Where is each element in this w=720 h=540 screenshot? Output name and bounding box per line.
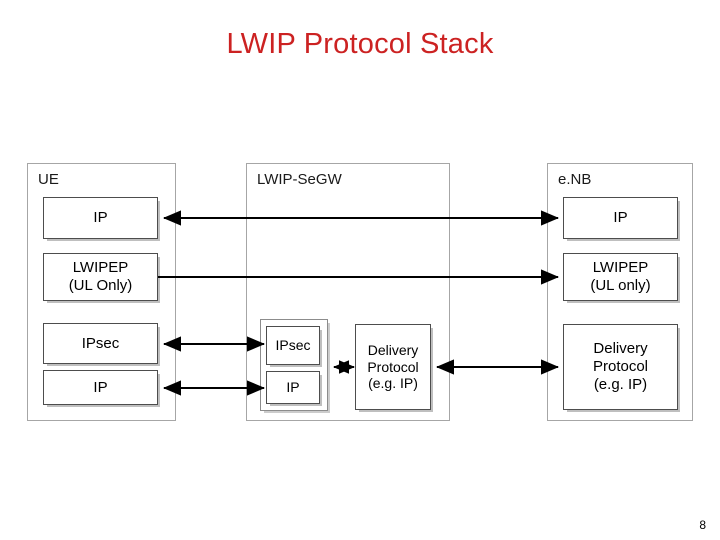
layer-enb-lwipep: LWIPEP (UL only) <box>563 253 678 301</box>
layer-text-line: IPsec <box>275 337 311 354</box>
layer-text-line: (UL only) <box>590 277 651 294</box>
layer-text-line: IP <box>613 209 628 227</box>
layer-segw-delivery-protocol: Delivery Protocol (e.g. IP) <box>355 324 431 410</box>
layer-text-line: Delivery <box>593 340 648 358</box>
layer-enb-delivery-protocol: Delivery Protocol (e.g. IP) <box>563 324 678 410</box>
layer-text-line: IP <box>286 379 300 396</box>
layer-segw-ipsec: IPsec <box>266 326 320 365</box>
node-lwip-segw-label: LWIP-SeGW <box>257 171 342 188</box>
layer-segw-ip: IP <box>266 371 320 404</box>
node-ue-label: UE <box>38 171 59 188</box>
layer-text-line: (e.g. IP) <box>593 375 648 393</box>
layer-ue-ipsec: IPsec <box>43 323 158 364</box>
layer-text-line: IPsec <box>81 334 120 352</box>
layer-text-line: Protocol <box>367 358 419 375</box>
page-title: LWIP Protocol Stack <box>226 28 494 60</box>
layer-text-line: (UL Only) <box>68 277 133 294</box>
layer-text-line: IP <box>93 209 108 227</box>
layer-ue-lwipep: LWIPEP (UL Only) <box>43 253 158 301</box>
layer-text-line: LWIPEP <box>72 259 129 277</box>
connector-segw-group-delivery <box>329 360 359 374</box>
layer-text-line: (e.g. IP) <box>368 375 418 392</box>
layer-text-line: IP <box>93 378 108 396</box>
layer-text-line: Delivery <box>367 342 419 359</box>
layer-ue-ip-bottom: IP <box>43 370 158 405</box>
connector-delivery-segw-enb <box>431 359 564 375</box>
connector-ip-ue-segw <box>158 380 270 396</box>
page-number: 8 <box>699 518 706 532</box>
layer-ue-ip-top: IP <box>43 197 158 239</box>
connector-lwipep-ue-enb <box>158 269 564 285</box>
node-enb-label: e.NB <box>558 171 592 188</box>
layer-text-line: Protocol <box>592 358 649 376</box>
connector-ipsec-ue-segw <box>158 336 270 352</box>
layer-text-line: LWIPEP <box>592 259 649 277</box>
connector-ip-ue-enb <box>158 210 564 226</box>
layer-enb-ip: IP <box>563 197 678 239</box>
